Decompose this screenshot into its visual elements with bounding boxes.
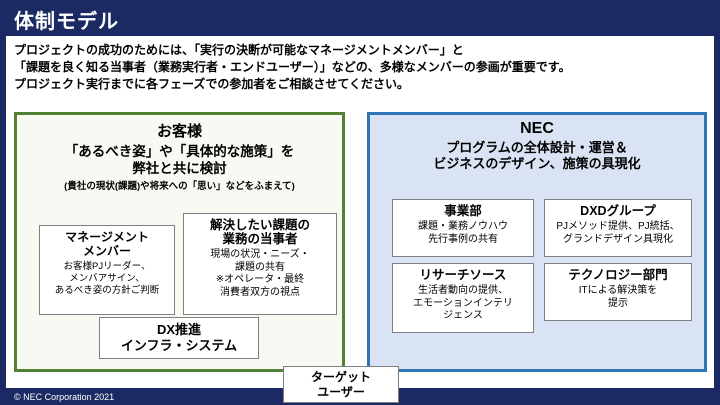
stakeholder-body: 現場の状況・ニーズ・ 課題の共有 ※オペレータ・最終 消費者双方の視点: [210, 249, 310, 298]
technology-division-box: テクノロジー部門 ITによる解決策を 提示: [544, 263, 692, 321]
page-title: 体制モデル: [14, 11, 119, 33]
customer-note: (貴社の現状(課題)や将来への「思い」などをふまえて): [64, 181, 295, 192]
copyright-text: © NEC Corporation 2021: [14, 392, 115, 402]
stakeholder-title: 解決したい課題の 業務の当事者: [209, 218, 310, 246]
research-source-box: リサーチソース 生活者動向の提供、 エモーションインテリ ジェンス: [392, 263, 534, 333]
dxd-group-box: DXDグループ PJメソッド提供、PJ統括、 グランドデザイン具現化: [544, 199, 692, 257]
nec-title: NEC: [520, 120, 554, 137]
slide-content: プロジェクトの成功のためには、「実行の決断が可能なマネージメントメンバー」と 「…: [6, 36, 714, 403]
technology-division-body: ITによる解決策を 提示: [578, 285, 658, 309]
business-division-title: 事業部: [444, 204, 482, 218]
stakeholder-box: 解決したい課題の 業務の当事者 現場の状況・ニーズ・ 課題の共有 ※オペレータ・…: [183, 213, 337, 315]
business-division-box: 事業部 課題・業務ノウハウ 先行事例の共有: [392, 199, 534, 257]
technology-division-title: テクノロジー部門: [568, 268, 668, 282]
dxd-group-body: PJメソッド提供、PJ統括、 グランドデザイン具現化: [556, 221, 680, 245]
research-source-body: 生活者動向の提供、 エモーションインテリ ジェンス: [413, 285, 513, 321]
dx-infra-title: DX推進 インフラ・システム: [120, 322, 238, 353]
management-member-box: マネージメント メンバー お客様PJリーダー、 メンバアサイン、 あるべき姿の方…: [39, 225, 175, 315]
title-bar: 体制モデル: [0, 0, 720, 36]
customer-subtitle: 「あるべき姿」や「具体的な施策」を 弊社と共に検討: [64, 144, 295, 176]
dxd-group-title: DXDグループ: [580, 204, 656, 218]
customer-section: お客様 「あるべき姿」や「具体的な施策」を 弊社と共に検討 (貴社の現状(課題)…: [14, 112, 345, 372]
nec-subtitle: プログラムの全体設計・運営＆ ビジネスのデザイン、施策の具現化: [433, 140, 641, 171]
dx-infra-box: DX推進 インフラ・システム: [99, 317, 259, 359]
management-member-body: お客様PJリーダー、 メンバアサイン、 あるべき姿の方針ご判断: [54, 261, 160, 296]
management-member-title: マネージメント メンバー: [65, 230, 149, 258]
intro-text: プロジェクトの成功のためには、「実行の決断が可能なマネージメントメンバー」と 「…: [14, 43, 571, 91]
nec-section: NEC プログラムの全体設計・運営＆ ビジネスのデザイン、施策の具現化 事業部 …: [367, 112, 707, 372]
customer-title: お客様: [156, 123, 202, 140]
target-user-box: ターゲット ユーザー: [283, 366, 399, 403]
research-source-title: リサーチソース: [419, 268, 507, 282]
business-division-body: 課題・業務ノウハウ 先行事例の共有: [418, 221, 508, 245]
